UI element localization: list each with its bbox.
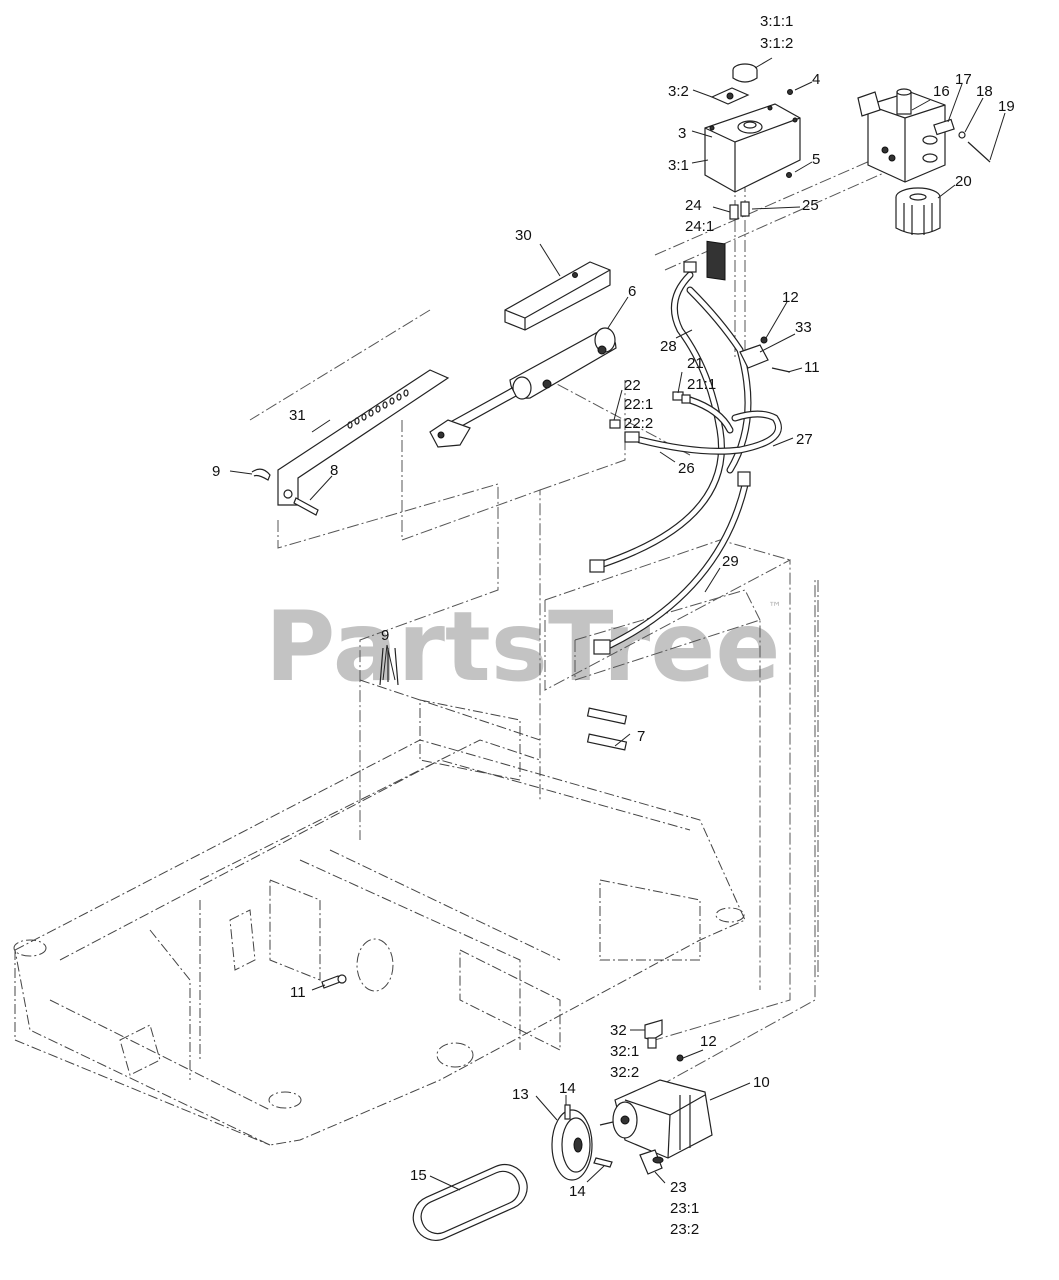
leader-lines: [229, 57, 1006, 1191]
hydraulic-hoses: [596, 271, 782, 649]
callout-19: 19: [998, 98, 1015, 115]
callout-labels: 3:1:1 3:1:2 3:2 3 3:1 4 5 16 17 18 19 20…: [212, 13, 1015, 1238]
callout-30: 30: [515, 227, 532, 244]
callout-3-1: 3:1: [668, 157, 689, 174]
drive-belt: [412, 1163, 528, 1241]
callout-28: 28: [660, 338, 677, 355]
callout-16: 16: [933, 83, 950, 100]
callout-27: 27: [796, 431, 813, 448]
callout-7: 7: [637, 728, 645, 745]
callout-10: 10: [753, 1074, 770, 1091]
callout-22-2: 22:2: [624, 415, 653, 432]
callout-8: 8: [330, 462, 338, 479]
callout-14-upper: 14: [559, 1080, 576, 1097]
callout-23-1: 23:1: [670, 1200, 699, 1217]
hose-fittings: [589, 261, 751, 655]
callout-32: 32: [610, 1022, 627, 1039]
callout-31: 31: [289, 407, 306, 424]
callout-22: 22: [624, 377, 641, 394]
reservoir-label-plate: [710, 87, 750, 105]
callout-3-1-2: 3:1:2: [760, 35, 793, 52]
lift-bar: [277, 369, 450, 506]
callout-32-2: 32:2: [610, 1064, 639, 1081]
callout-11-upper: 11: [804, 359, 820, 376]
reservoir-fittings: [729, 201, 750, 220]
callout-20: 20: [955, 173, 972, 190]
callout-4: 4: [812, 71, 820, 88]
callout-24-1: 24:1: [685, 218, 714, 235]
callout-5: 5: [812, 151, 820, 168]
valve-block: [857, 88, 946, 183]
clevis-pin-8: [293, 497, 319, 516]
callout-17: 17: [955, 71, 972, 88]
callout-32-1: 32:1: [610, 1043, 639, 1060]
key-14-upper: [564, 1104, 571, 1120]
carriage-bolt-11-lower: [321, 974, 347, 989]
valve-pins-17-19: [933, 118, 991, 163]
callout-23: 23: [670, 1179, 687, 1196]
reservoir-cap: [732, 63, 758, 83]
fastener-4: [787, 89, 793, 95]
callout-29: 29: [722, 553, 739, 570]
pins-7: [586, 707, 628, 751]
callout-12-upper: 12: [782, 289, 799, 306]
lift-tube: [504, 261, 611, 331]
hydraulic-filter: [895, 187, 941, 235]
callout-9-upper: 9: [212, 463, 220, 480]
hose-clamp-33: [739, 336, 791, 373]
callout-24: 24: [685, 197, 702, 214]
watermark-trademark: ™: [768, 600, 782, 616]
callout-9-lower: 9: [381, 627, 389, 644]
mower-frame: [13, 679, 746, 1146]
hydraulic-reservoir: [704, 103, 801, 281]
fastener-5: [786, 172, 792, 178]
callout-22-1: 22:1: [624, 396, 653, 413]
pump-pulley: [551, 1109, 593, 1181]
hydraulic-pump: [599, 1079, 713, 1159]
lift-bar-slots: [347, 389, 409, 429]
callout-14-lower: 14: [569, 1183, 586, 1200]
callout-25: 25: [802, 197, 819, 214]
callout-3-2: 3:2: [668, 83, 689, 100]
callout-3-1-1: 3:1:1: [760, 13, 793, 30]
elbow-fitting-23: [639, 1149, 664, 1175]
elbow-fitting-32: [644, 1019, 663, 1049]
callout-6: 6: [628, 283, 636, 300]
callout-18: 18: [976, 83, 993, 100]
key-14-lower: [593, 1157, 613, 1168]
callout-3: 3: [678, 125, 686, 142]
callout-12-lower: 12: [700, 1033, 717, 1050]
nut-12-lower: [676, 1054, 684, 1062]
callout-15: 15: [410, 1167, 427, 1184]
assembly-guide-lines: [249, 140, 896, 1106]
callout-23-2: 23:2: [670, 1221, 699, 1238]
callout-13: 13: [512, 1086, 529, 1103]
lift-cylinder: [429, 327, 617, 448]
hairpin-9-lower: [379, 647, 399, 686]
watermark-brand: PartsTree: [265, 591, 780, 703]
callout-21-1: 21:1: [687, 376, 716, 393]
callout-11-lower: 11: [290, 984, 306, 1001]
hairpin-9-upper: [251, 468, 271, 481]
callout-33: 33: [795, 319, 812, 336]
callout-26: 26: [678, 460, 695, 477]
callout-21: 21: [687, 355, 704, 372]
